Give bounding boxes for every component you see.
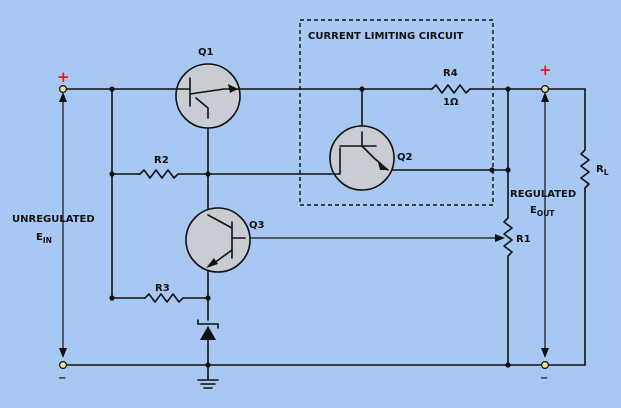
r3-resistor [144,293,209,303]
input-positive-terminal [58,84,67,93]
r1-wiper-arrow [495,234,505,242]
input-voltage-arrow [59,92,67,358]
output-minus-sign: − [540,373,548,384]
collector-bus [111,88,146,299]
zener-diode [197,319,219,340]
rl-label: RL [596,164,609,177]
output-label-line1: REGULATED [510,189,576,200]
r1-label: R1 [516,234,531,245]
current-limiting-box [299,19,494,206]
input-plus-sign: + [57,68,70,86]
q2-label: Q2 [397,152,413,163]
ground-symbol [197,379,219,389]
q1-transistor [175,63,241,129]
input-label-line2: EIN [36,232,52,245]
r2-resistor [139,169,331,179]
output-negative-terminal [540,361,549,370]
output-positive-terminal [540,84,549,93]
r1-resistor [503,217,513,366]
output-label-line2: EOUT [530,205,555,218]
r2-label: R2 [154,155,169,166]
q1-label: Q1 [198,47,214,58]
q3-transistor [185,207,251,273]
input-label-line1: UNREGULATED [12,214,95,225]
r4-label: R4 [443,68,458,79]
q2-transistor [329,125,395,191]
current-limiting-title: CURRENT LIMITING CIRCUIT [308,31,464,42]
output-plus-sign: + [539,61,552,79]
input-minus-sign: − [58,373,66,384]
r4-resistor [431,84,471,94]
rl-resistor [580,88,590,366]
r3-label: R3 [155,283,170,294]
r4-value: 1Ω [443,97,459,108]
output-voltage-arrow [541,92,549,358]
input-negative-terminal [58,361,67,370]
junction-dots [109,86,511,368]
q3-label: Q3 [249,220,265,231]
